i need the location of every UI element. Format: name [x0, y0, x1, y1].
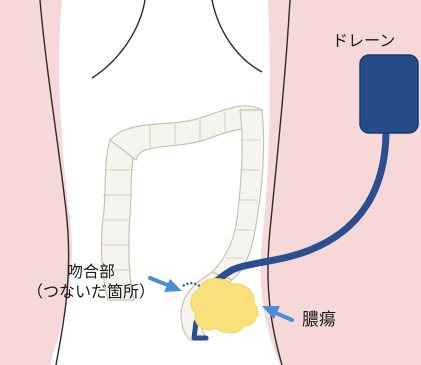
anastomosis-label-line2: （つないだ箇所） — [16, 282, 166, 302]
colon-descending — [212, 110, 264, 280]
torso-left-side — [0, 0, 72, 365]
ribcage-right-curve — [212, 0, 262, 72]
ribcage-left-curve — [92, 0, 145, 78]
abscess — [191, 279, 258, 333]
drain-label: ドレーン — [332, 31, 395, 51]
anastomosis-label: 吻合部 （つないだ箇所） — [16, 262, 166, 302]
drain-bag — [360, 55, 418, 133]
abscess-label: 膿瘍 — [302, 310, 336, 330]
anastomosis-label-line1: 吻合部 — [16, 262, 166, 282]
colon-transverse — [110, 106, 262, 160]
